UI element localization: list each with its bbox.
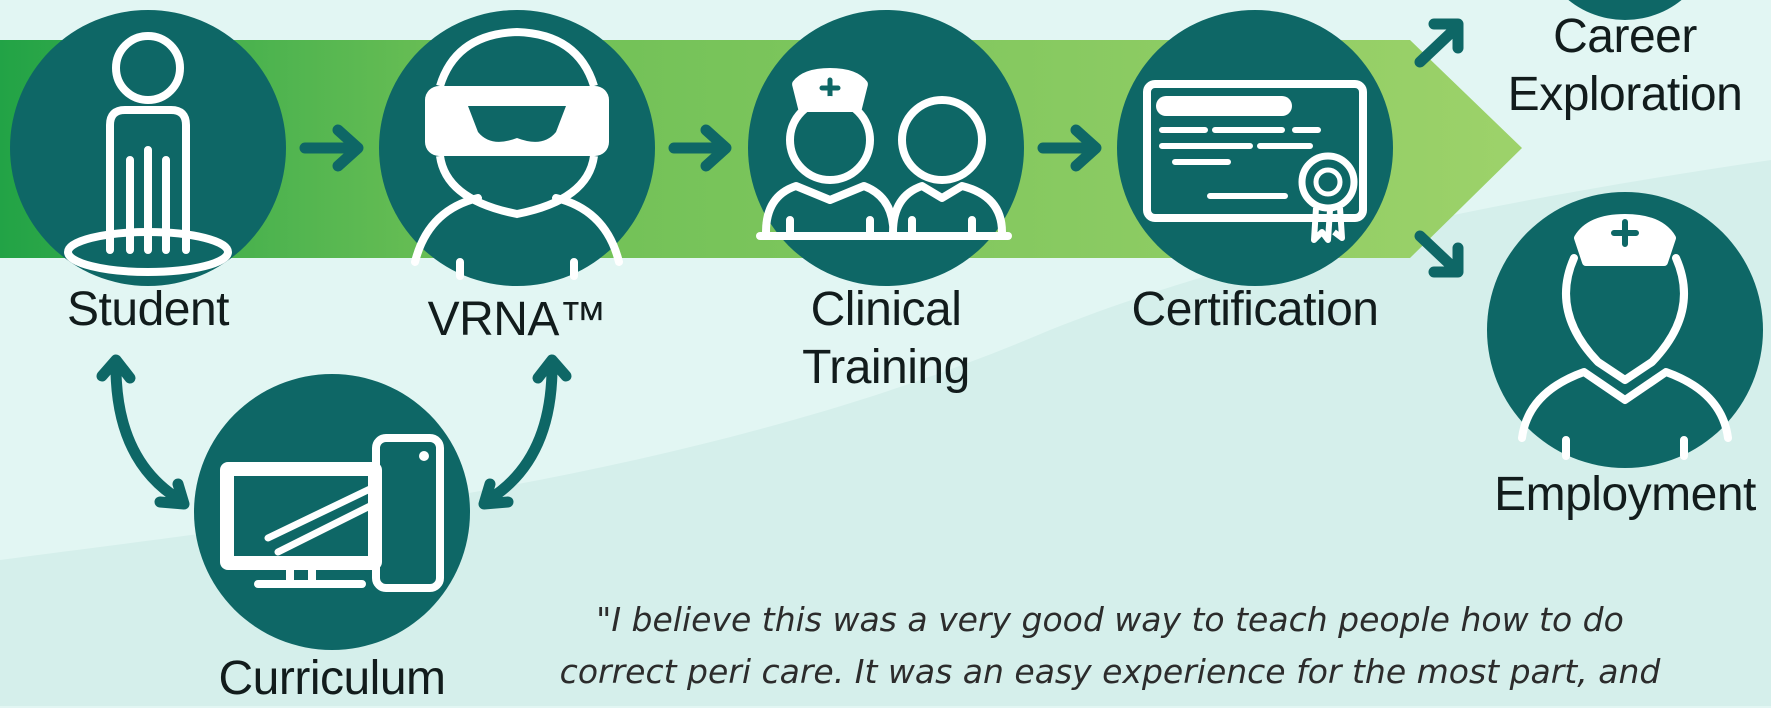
- career-exploration-label-line2: Exploration: [1507, 68, 1743, 121]
- vr-headset-person-icon: [411, 27, 623, 280]
- flow-arrows: [96, 18, 1464, 510]
- student-label: Student: [67, 283, 229, 336]
- clinical-training-label-line1: Clinical: [810, 283, 962, 336]
- testimonial-quote: "I believe this was a very good way to t…: [520, 594, 1700, 698]
- curriculum-label: Curriculum: [218, 652, 446, 705]
- quote-line-1: "I believe this was a very good way to t…: [596, 600, 1624, 639]
- career-exploration-label-line1: Career: [1553, 10, 1697, 63]
- nurse-icon: [1518, 214, 1732, 460]
- arrow-student-to-vrna: [299, 124, 364, 172]
- certification-label: Certification: [1131, 283, 1379, 336]
- nurses-icon: [756, 68, 1012, 240]
- arrow-clinical-to-certification: [1037, 124, 1102, 172]
- certificate-icon: [1143, 80, 1367, 243]
- arrow-vrna-curriculum-bidirectional: [478, 354, 572, 510]
- vrna-label: VRNA™: [427, 293, 607, 346]
- arrow-student-curriculum-bidirectional: [96, 354, 190, 510]
- clinical-training-label-line2: Training: [802, 341, 970, 394]
- employment-label: Employment: [1494, 468, 1756, 521]
- person-on-platform-icon: [64, 32, 232, 276]
- quote-line-2: correct peri care. It was an easy experi…: [559, 652, 1661, 691]
- arrow-vrna-to-clinical: [668, 124, 732, 172]
- employment-node: [1487, 192, 1763, 468]
- desktop-computer-icon: [220, 434, 444, 592]
- arrow-to-career-exploration: [1414, 18, 1464, 68]
- career-exploration-node: [1568, 0, 1682, 20]
- certification-node: [1117, 10, 1393, 286]
- arrow-to-employment: [1414, 230, 1464, 278]
